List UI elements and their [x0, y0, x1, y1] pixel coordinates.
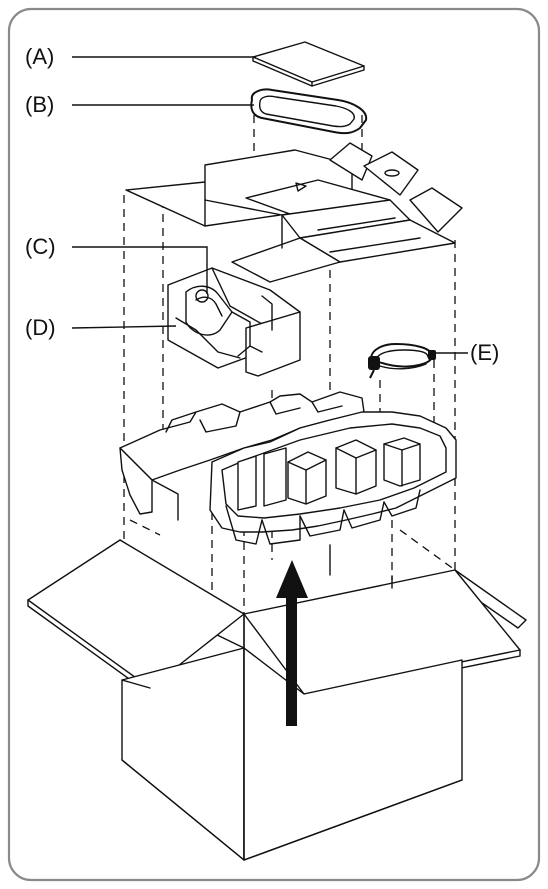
label-e: (E): [470, 340, 499, 365]
label-a: (A): [25, 44, 54, 69]
part-e-power-cord: [368, 344, 436, 378]
label-d: (D): [25, 315, 56, 340]
top-insert-tray: [126, 143, 462, 282]
label-c: (C): [25, 234, 56, 259]
label-b: (B): [25, 92, 54, 117]
leader-line-d: [72, 326, 176, 328]
part-c-d-foam-block: [168, 268, 300, 376]
part-a-sheet: [253, 42, 364, 86]
carton-box: [28, 540, 526, 860]
part-b-frame: [251, 89, 366, 133]
